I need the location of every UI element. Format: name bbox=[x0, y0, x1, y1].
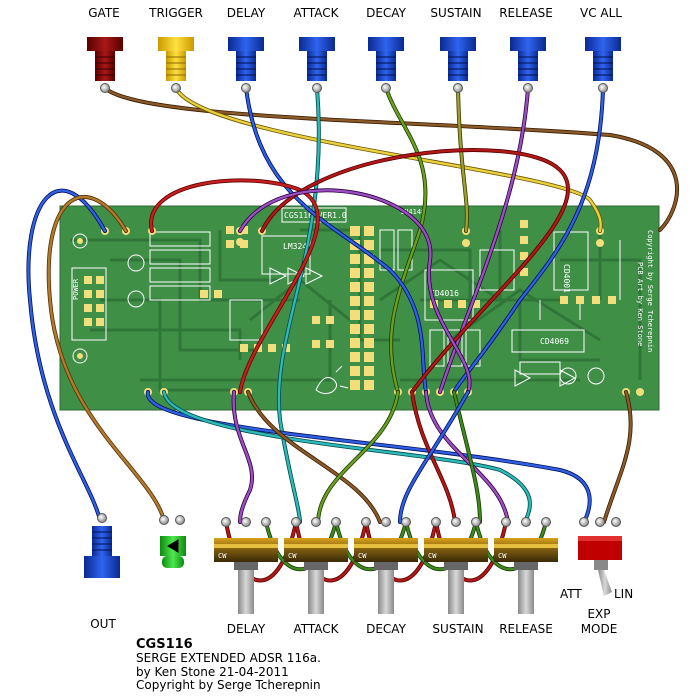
label-out: OUT bbox=[90, 617, 116, 631]
pcb-power-label: POWER bbox=[72, 278, 80, 300]
pcb-board: CGS116 VER1.0 LM324 CD4016 CD4069 CD4001… bbox=[59, 205, 660, 411]
pot-label-release: RELEASE bbox=[499, 622, 553, 636]
pcb-ic-cd4069: CD4069 bbox=[540, 337, 569, 346]
jack-release[interactable] bbox=[510, 37, 546, 93]
led bbox=[159, 515, 186, 568]
pot-label-delay: DELAY bbox=[226, 622, 266, 636]
switch-label-lin: LIN bbox=[614, 587, 634, 601]
jack-label-release: RELEASE bbox=[499, 6, 553, 20]
pcb-copyright: Copyright by Serge Tcherepnin bbox=[646, 230, 654, 352]
jack-decay[interactable] bbox=[368, 37, 404, 93]
pot-cw-mark: CW bbox=[358, 552, 367, 560]
copyright-line: Copyright by Serge Tcherepnin bbox=[136, 678, 321, 692]
jack-label-gate: GATE bbox=[88, 6, 120, 20]
jack-label-sustain: SUSTAIN bbox=[430, 6, 482, 20]
jack-trigger[interactable] bbox=[158, 37, 194, 93]
jack-out[interactable] bbox=[84, 513, 120, 579]
jack-label-vc-all: VC ALL bbox=[580, 6, 622, 20]
pot-cw-mark: CW bbox=[218, 552, 227, 560]
pot-cw-mark: CW bbox=[288, 552, 297, 560]
pots: CW CW CW CW CW bbox=[214, 517, 558, 615]
serge-logo bbox=[315, 365, 349, 395]
jack-attack[interactable] bbox=[299, 37, 335, 93]
pot-release[interactable] bbox=[494, 517, 558, 615]
exp-lin-switch[interactable] bbox=[578, 517, 622, 597]
pot-delay[interactable] bbox=[214, 517, 278, 615]
pcb-diode-label: 1N4148 bbox=[400, 208, 425, 216]
switch-label-att: ATT bbox=[560, 587, 582, 601]
jack-vc-all[interactable] bbox=[585, 37, 621, 93]
module-subtitle: SERGE EXTENDED ADSR 116a. bbox=[136, 651, 321, 665]
jack-label-attack: ATTACK bbox=[293, 6, 339, 20]
pcb-art-credit: PCB Art by Ken Stone bbox=[636, 262, 644, 346]
pot-cw-mark: CW bbox=[498, 552, 507, 560]
pcb-ic-cd4001: CD4001 bbox=[562, 264, 571, 293]
pot-decay[interactable] bbox=[354, 517, 418, 615]
jack-sustain[interactable] bbox=[440, 37, 476, 93]
pot-label-sustain: SUSTAIN bbox=[432, 622, 484, 636]
pot-label-decay: DECAY bbox=[366, 622, 406, 636]
title-block: CGS116 SERGE EXTENDED ADSR 116a. by Ken … bbox=[136, 638, 321, 693]
pcb-ic-cd4016: CD4016 bbox=[430, 289, 459, 298]
switch-label-mode: MODE bbox=[580, 622, 618, 636]
jack-label-trigger: TRIGGER bbox=[149, 6, 203, 20]
pot-label-attack: ATTACK bbox=[293, 622, 339, 636]
jack-label-delay: DELAY bbox=[226, 6, 266, 20]
pot-attack[interactable] bbox=[284, 517, 348, 615]
pcb-ic-lm324: LM324 bbox=[283, 242, 307, 251]
jack-label-decay: DECAY bbox=[366, 6, 406, 20]
jack-delay[interactable] bbox=[228, 37, 264, 93]
jack-gate[interactable] bbox=[87, 37, 123, 93]
pot-sustain[interactable] bbox=[424, 517, 488, 615]
top-jacks bbox=[87, 37, 621, 93]
switch-label-exp: EXP bbox=[587, 607, 611, 621]
module-title: CGS116 bbox=[136, 637, 193, 652]
pot-cw-mark: CW bbox=[428, 552, 437, 560]
author-line: by Ken Stone 21-04-2011 bbox=[136, 664, 289, 679]
